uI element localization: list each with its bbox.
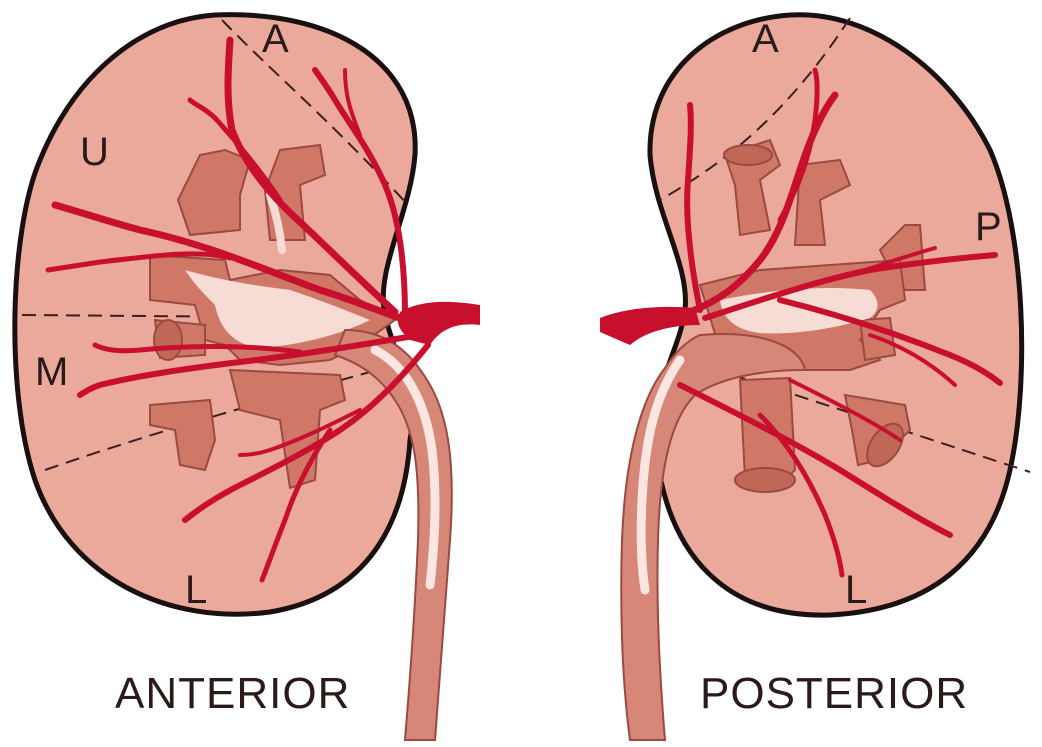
anterior-upper-label: U (80, 130, 109, 174)
posterior-kidney: A P L (600, 15, 1030, 740)
anterior-view-label: ANTERIOR (115, 669, 350, 718)
posterior-lower-label: L (845, 568, 867, 612)
posterior-apical-label: A (752, 17, 779, 61)
posterior-posterior-label: P (975, 205, 1002, 249)
anterior-apical-label: A (262, 17, 289, 61)
anterior-lower-label: L (185, 568, 207, 612)
anterior-middle-label: M (35, 350, 68, 394)
anterior-kidney: A U M L (15, 15, 480, 740)
posterior-view-label: POSTERIOR (700, 669, 968, 718)
